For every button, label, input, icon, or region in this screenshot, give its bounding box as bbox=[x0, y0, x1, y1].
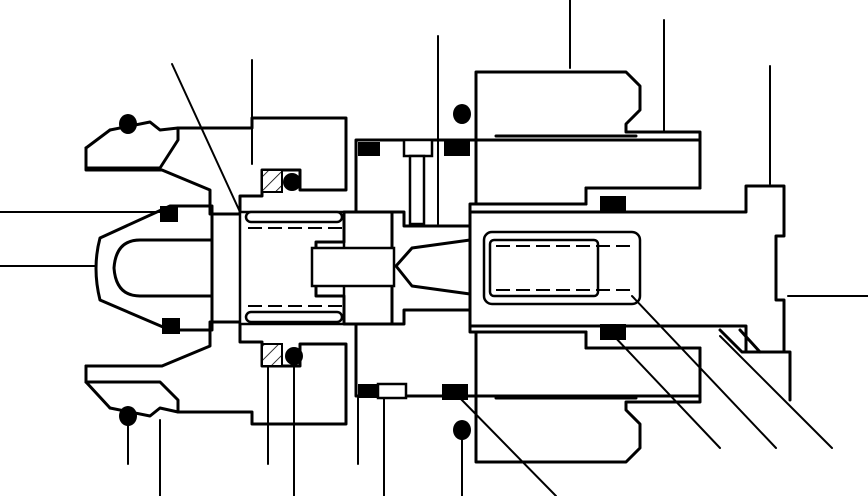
leader-line bbox=[611, 333, 721, 449]
spring-chamber bbox=[238, 210, 396, 326]
o-ring-seal bbox=[453, 420, 471, 440]
backup-ring bbox=[358, 384, 378, 398]
o-ring-seal bbox=[160, 206, 178, 222]
leader-line bbox=[171, 63, 241, 213]
o-ring-seal bbox=[119, 114, 137, 134]
o-ring-seal bbox=[119, 406, 137, 426]
backup-ring bbox=[600, 196, 626, 212]
leader-line bbox=[631, 295, 777, 449]
nose-cone bbox=[94, 204, 214, 332]
right-insert bbox=[468, 184, 792, 402]
leader-line bbox=[455, 393, 557, 496]
backup-ring bbox=[261, 169, 283, 193]
o-ring-seal bbox=[285, 347, 303, 365]
seals bbox=[119, 104, 626, 440]
o-ring-seal bbox=[162, 318, 180, 334]
leader-line bbox=[719, 335, 833, 449]
o-ring-seal bbox=[453, 104, 471, 124]
o-ring-seal bbox=[283, 173, 301, 191]
backup-ring bbox=[442, 384, 468, 400]
backup-ring bbox=[358, 142, 380, 156]
backup-ring bbox=[444, 140, 470, 156]
poppet bbox=[394, 238, 472, 296]
backup-ring bbox=[261, 343, 283, 367]
backup-ring bbox=[600, 324, 626, 340]
